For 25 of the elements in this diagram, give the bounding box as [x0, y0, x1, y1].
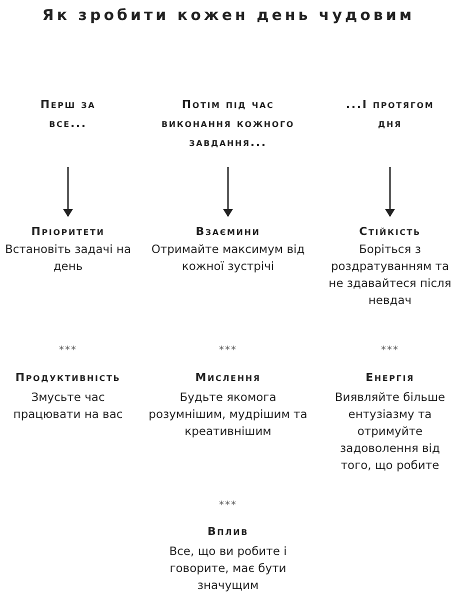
section-heading: Потім під час виконання кожного завдання... [160, 97, 296, 151]
arrow [223, 167, 233, 217]
heading: Стійкість [358, 224, 422, 240]
description: Будьте якомога розумнішим, мудрішим та креативнішим [148, 389, 308, 440]
separator-asterisks: *** [218, 500, 238, 511]
section-heading: ...І протягом дня [344, 97, 436, 132]
description: Боріться з роздратуванням та не здавайтеся після невдач [328, 241, 452, 309]
description: Отримайте максимум від кожної зустрічі [150, 241, 306, 275]
heading: Взаємини [194, 224, 262, 240]
separator-asterisks: *** [380, 345, 400, 356]
diagram-title: Як зробити кожен день чудовим [41, 6, 416, 24]
heading: Продуктивність [14, 370, 122, 386]
heading: Вплив [206, 524, 250, 540]
description: Змусьте час працювати на вас [13, 389, 123, 423]
heading: Пріоритети [30, 224, 106, 240]
description: Встановіть задачі на день [4, 241, 132, 275]
heading: Мислення [194, 370, 262, 386]
arrow [385, 167, 395, 217]
description: Виявляйте більше ентузіазму та отримуйте задоволення від того, що робите [334, 389, 446, 474]
separator-asterisks: *** [218, 345, 238, 356]
arrow [63, 167, 73, 217]
heading: Енергія [364, 370, 416, 386]
separator-asterisks: *** [58, 345, 78, 356]
description: Все, що ви робите і говорите, має бути значущим [168, 543, 288, 594]
section-heading: Перш за все... [39, 97, 97, 132]
